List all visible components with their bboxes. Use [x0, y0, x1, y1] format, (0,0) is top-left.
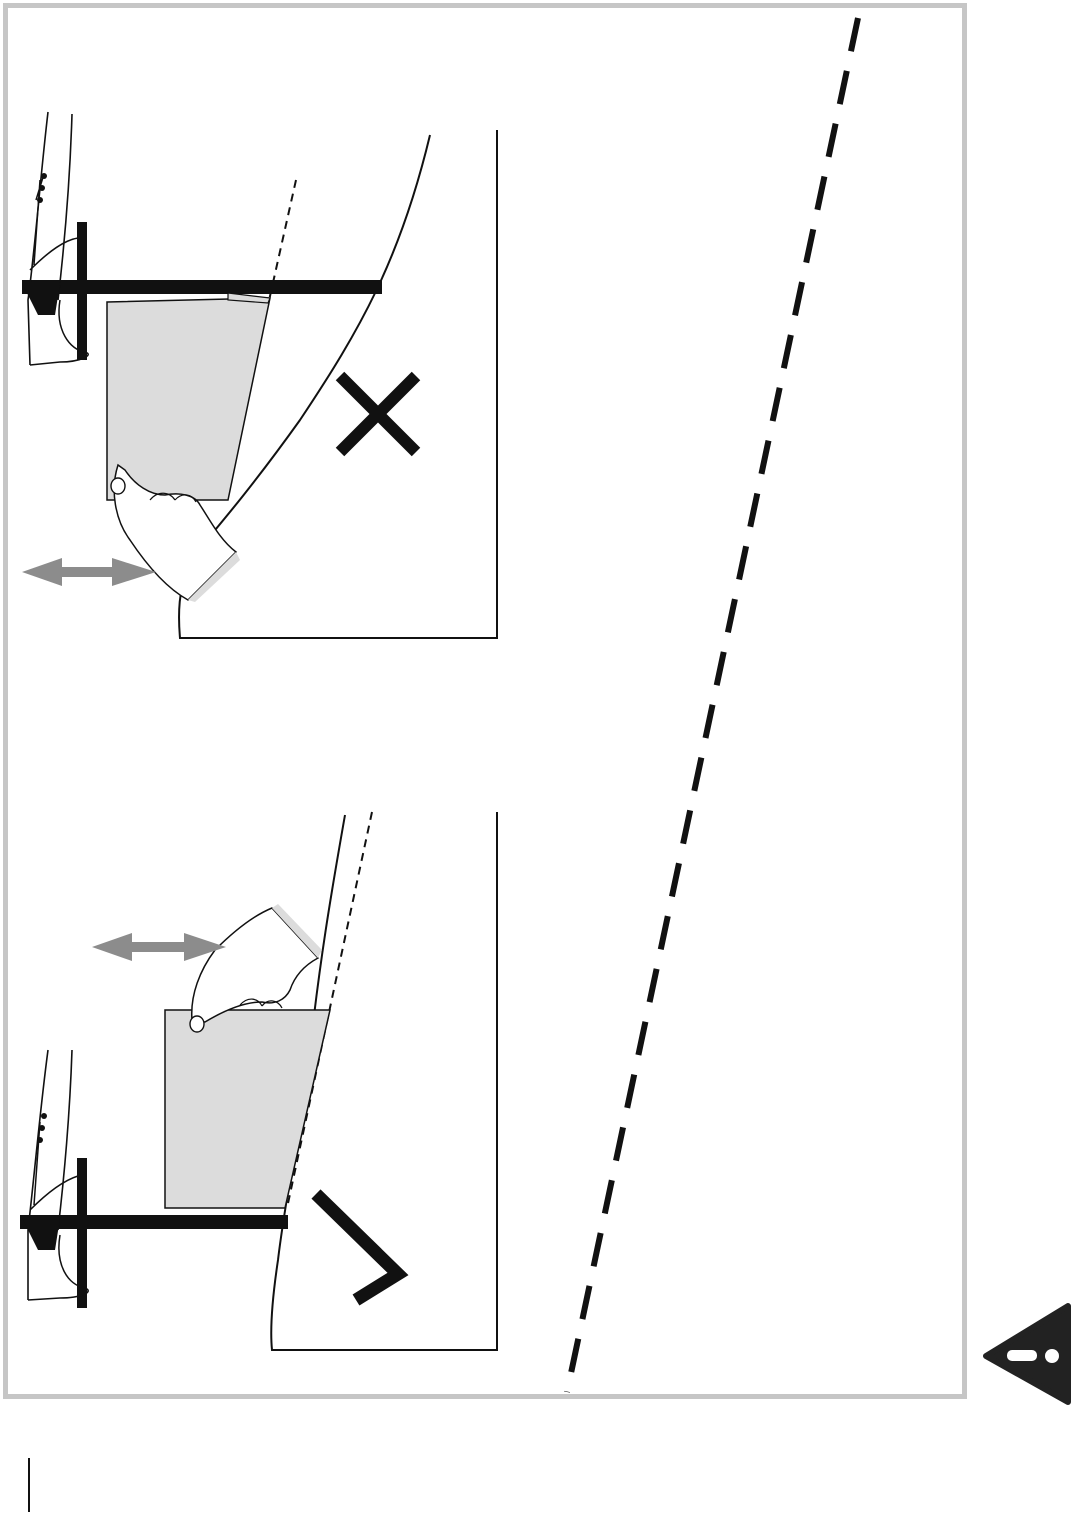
page-edge-marker [28, 1458, 30, 1512]
double-arrow-icon [22, 558, 156, 586]
paper-sheet [107, 298, 270, 500]
panel-incorrect [22, 112, 497, 638]
double-arrow-icon [92, 933, 226, 961]
support-post [77, 222, 87, 360]
hand [192, 908, 318, 1022]
cross-icon [340, 376, 416, 452]
paper-sheet [165, 1010, 330, 1208]
cable-lines [30, 1122, 78, 1210]
warning-triangle-icon [986, 1306, 1068, 1402]
cut-line [567, 18, 858, 1392]
support-bar [22, 280, 382, 294]
machine-outline [28, 112, 72, 365]
cable-lines [30, 174, 78, 270]
panel-correct [20, 812, 497, 1350]
check-icon [316, 1194, 398, 1300]
machine-outline [28, 1050, 72, 1300]
